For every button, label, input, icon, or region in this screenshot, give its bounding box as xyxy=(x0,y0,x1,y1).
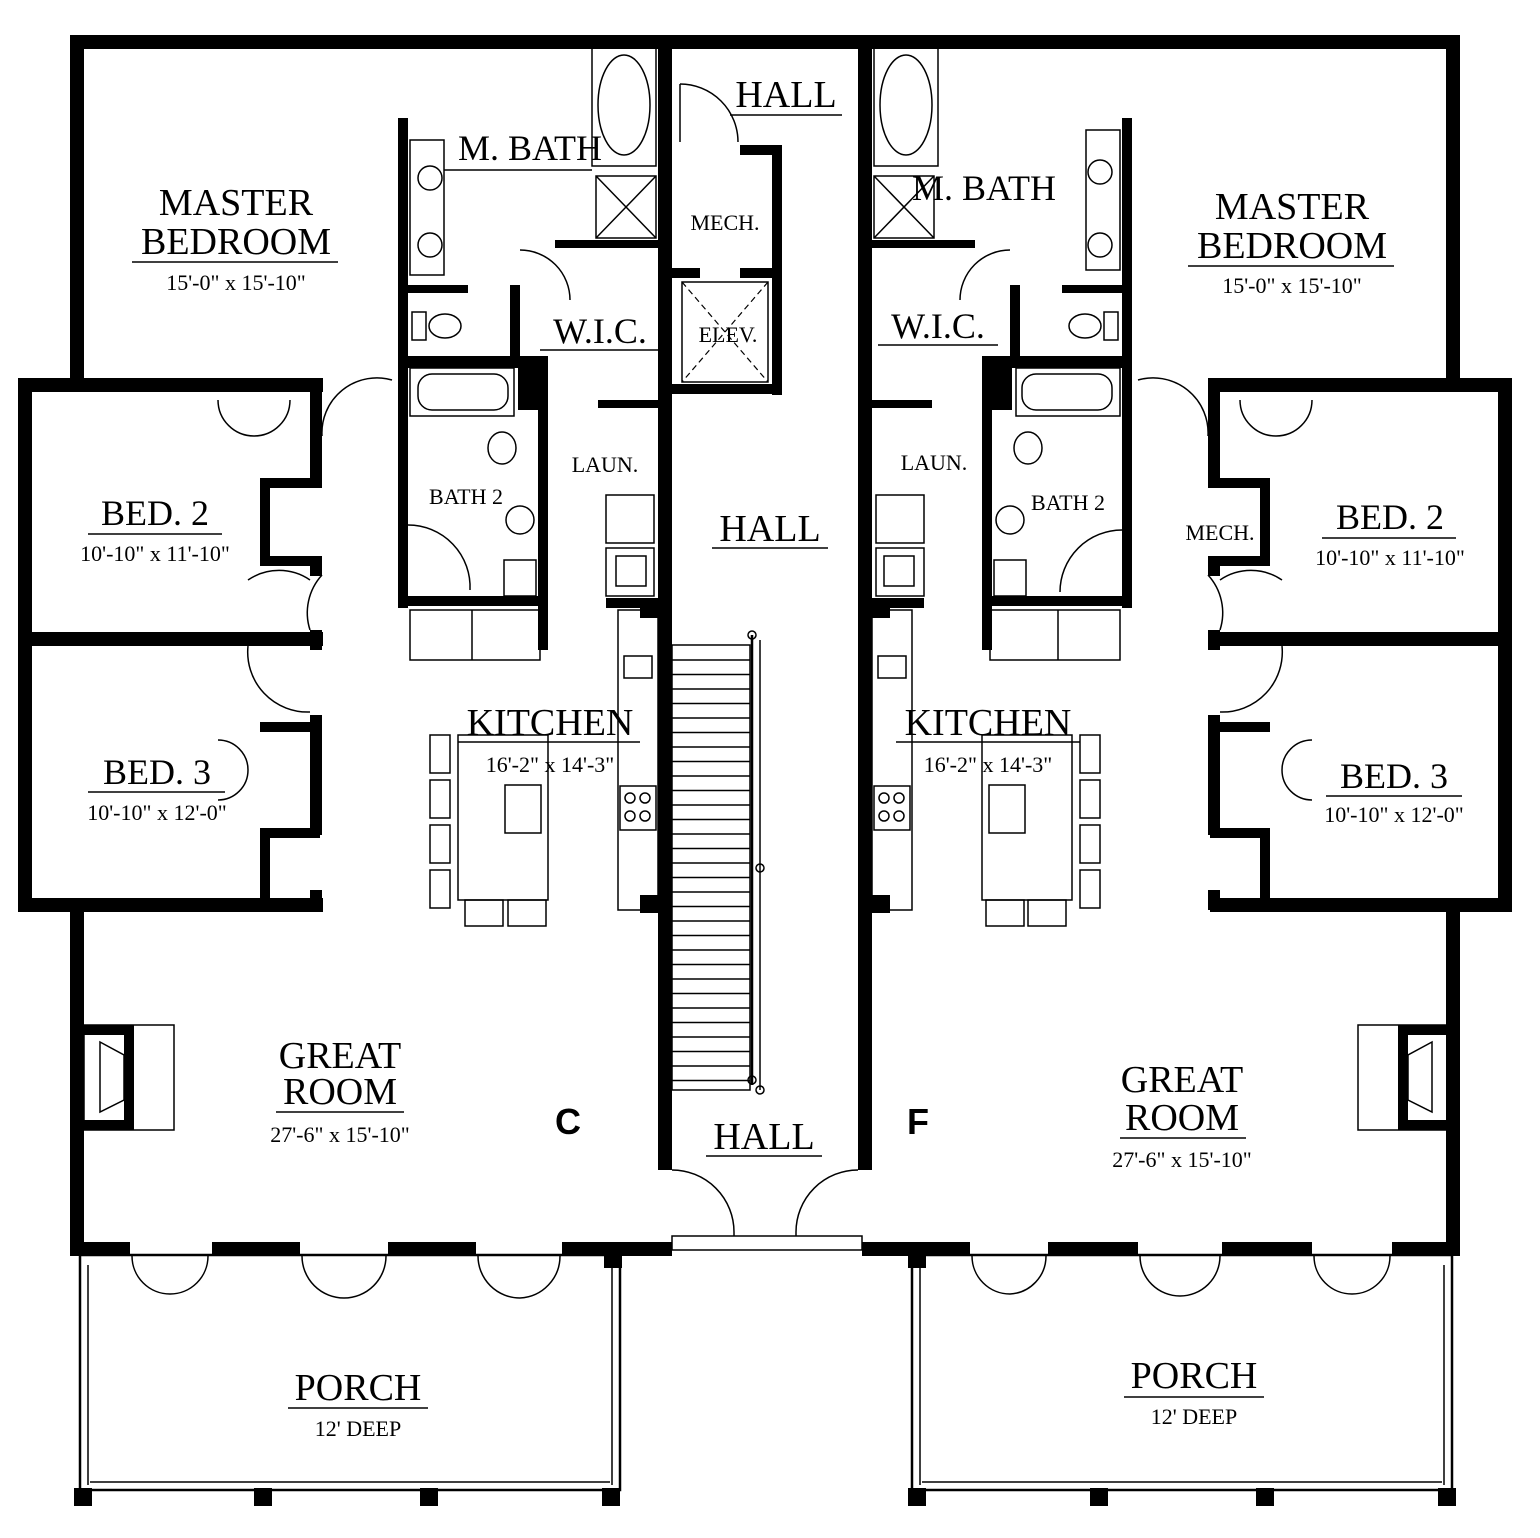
hall-center-label: HALL xyxy=(719,508,820,550)
left-great-room-dims: 27'-6" x 15'-10" xyxy=(270,1122,410,1147)
porch-right xyxy=(908,1250,1456,1506)
right-wic-label: W.I.C. xyxy=(891,306,985,346)
left-great-room-line2: ROOM xyxy=(283,1071,397,1113)
right-bed3-dims: 10'-10" x 12'-0" xyxy=(1324,802,1464,827)
unit-f-letter: F xyxy=(907,1101,929,1142)
unit-c-letter: C xyxy=(555,1101,581,1142)
label-underlines xyxy=(88,114,1462,1409)
door-swings xyxy=(131,83,1391,1299)
left-bed3-dims: 10'-10" x 12'-0" xyxy=(87,800,227,825)
elevator-shaft xyxy=(681,281,769,383)
room-labels: HALL HALL HALL MASTER BEDROOM 15'-0" x 1… xyxy=(80,74,1465,1441)
left-porch-dims: 12' DEEP xyxy=(315,1416,401,1441)
left-bath2-label: BATH 2 xyxy=(429,484,503,509)
left-laun-label: LAUN. xyxy=(572,452,639,477)
right-bed2-label: BED. 2 xyxy=(1336,497,1444,537)
left-kitchen-label: KITCHEN xyxy=(467,702,634,744)
elev-label: ELEV. xyxy=(699,322,758,347)
left-master-bedroom-line1: MASTER xyxy=(159,182,314,224)
left-kitchen-dims: 16'-2" x 14'-3" xyxy=(486,752,615,777)
windows xyxy=(18,35,1512,1211)
right-kitchen-dims: 16'-2" x 14'-3" xyxy=(924,752,1053,777)
right-bed3-label: BED. 3 xyxy=(1340,756,1448,796)
left-mech-label: MECH. xyxy=(690,210,759,235)
right-porch-dims: 12' DEEP xyxy=(1151,1404,1237,1429)
right-bed2-dims: 10'-10" x 11'-10" xyxy=(1315,545,1465,570)
left-master-bedroom-line2: BEDROOM xyxy=(141,221,331,263)
hall-bottom-label: HALL xyxy=(713,1116,814,1158)
left-great-room-line1: GREAT xyxy=(279,1035,401,1077)
left-bed2-label: BED. 2 xyxy=(101,493,209,533)
left-porch-label: PORCH xyxy=(295,1367,422,1409)
right-mech-label: MECH. xyxy=(1185,520,1254,545)
fixtures xyxy=(83,47,1449,1131)
right-laun-label: LAUN. xyxy=(901,450,968,475)
right-m-bath-label: M. BATH xyxy=(912,168,1056,208)
right-bath2-label: BATH 2 xyxy=(1031,490,1105,515)
right-master-bedroom-line2: BEDROOM xyxy=(1197,225,1387,267)
porch-left xyxy=(74,1250,622,1506)
left-master-bedroom-dims: 15'-0" x 15'-10" xyxy=(166,270,306,295)
right-great-room-line1: GREAT xyxy=(1121,1059,1243,1101)
right-great-room-dims: 27'-6" x 15'-10" xyxy=(1112,1147,1252,1172)
interior-walls xyxy=(260,118,1270,913)
right-master-bedroom-dims: 15'-0" x 15'-10" xyxy=(1222,273,1362,298)
right-kitchen-label: KITCHEN xyxy=(905,702,1072,744)
left-wic-label: W.I.C. xyxy=(553,311,647,351)
stair xyxy=(671,630,765,1095)
left-bed3-label: BED. 3 xyxy=(103,752,211,792)
exterior-walls xyxy=(18,35,1512,1256)
left-m-bath-label: M. BATH xyxy=(458,128,602,168)
right-great-room-line2: ROOM xyxy=(1125,1097,1239,1139)
right-porch-label: PORCH xyxy=(1131,1355,1258,1397)
left-bed2-dims: 10'-10" x 11'-10" xyxy=(80,541,230,566)
hall-top-label: HALL xyxy=(735,74,836,116)
right-master-bedroom-line1: MASTER xyxy=(1215,186,1370,228)
